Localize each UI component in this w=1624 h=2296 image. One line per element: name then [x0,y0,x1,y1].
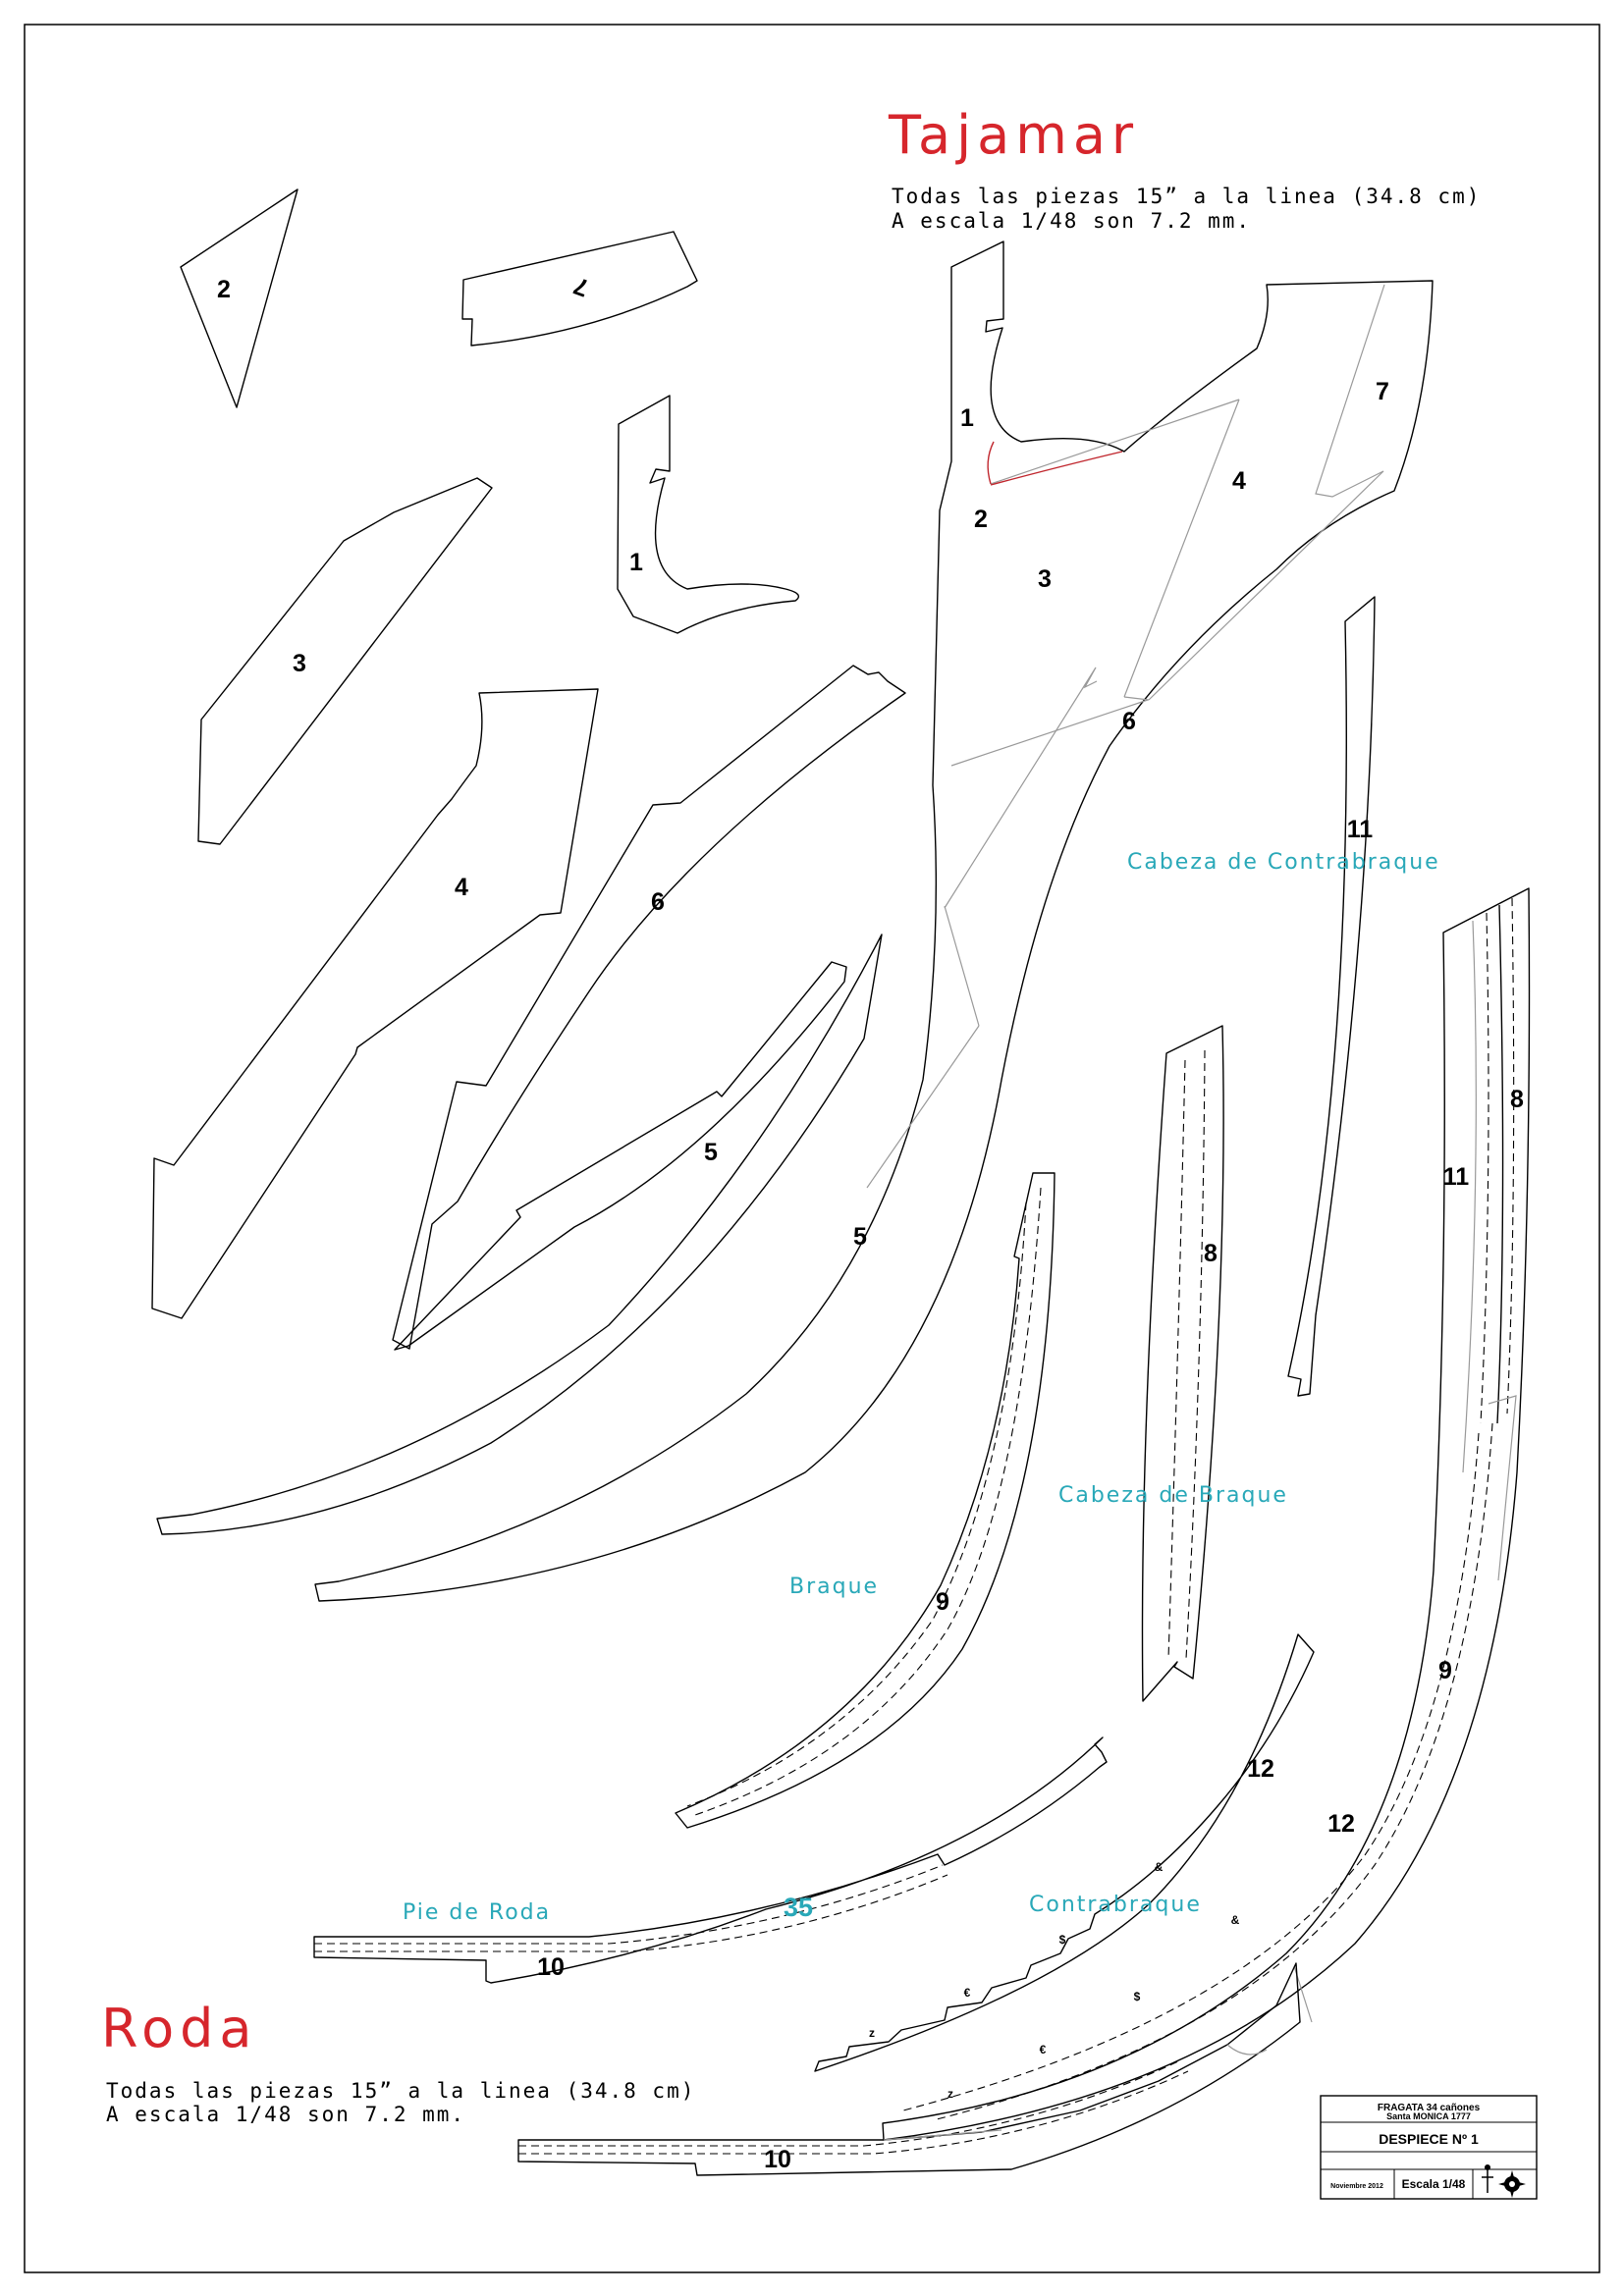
piece-3-strip: 3 [197,477,493,845]
scarf-mark-euro-2: € [1040,2043,1047,2056]
scarf-mark-dollar-1: $ [1059,1933,1066,1947]
title-block-scale: Escala 1/48 [1402,2177,1466,2191]
label-marker-35: 35 [784,1893,813,1922]
piece-9-label: 9 [936,1588,949,1616]
roda-assembly-keel: 10 [517,1962,1301,2176]
keel-10-label: 10 [764,2146,791,2173]
piece-11-strip: 11 [1287,596,1376,1397]
assembly-4-label: 4 [1232,467,1246,495]
tajamar-assembly: 1 2 3 4 7 6 5 [314,240,1434,1602]
piece-11-label: 11 [1347,816,1374,843]
piece-5-label: 5 [704,1139,718,1166]
assembly-5-label: 5 [853,1223,867,1251]
assembly-6-label: 6 [1122,708,1136,735]
title-block: FRAGATA 34 cañones Santa MONICA 1777 DES… [1320,2095,1538,2200]
assembly-3-label: 3 [1038,565,1052,593]
assembly-9-label: 9 [1438,1657,1452,1684]
roda-note-line1: Todas las piezas 15” a la linea (34.8 cm… [106,2079,695,2103]
label-cabeza-braque: Cabeza de Braque [1058,1483,1288,1508]
scarf-mark-z-1: z [869,2026,875,2040]
scarf-mark-z-2: z [947,2087,953,2101]
sheet-border [24,24,1600,2273]
assembly-2-label: 2 [974,506,988,533]
scarf-mark-euro-1: € [964,1986,971,2000]
tajamar-title: Tajamar [888,104,1139,166]
tajamar-note-line2: A escala 1/48 son 7.2 mm. [892,209,1251,233]
piece-4-strip: 4 [151,688,599,1319]
label-pie-de-roda: Pie de Roda [403,1900,551,1925]
piece-6-label: 6 [651,888,665,916]
piece-2-triangle: 2 [180,188,298,408]
piece-9-strip: 9 [675,1172,1056,1829]
piece-1-knee: 1 [617,395,799,634]
roda-title: Roda [101,1998,258,2059]
title-block-sheet: DESPIECE Nº 1 [1379,2131,1479,2147]
piece-1-label: 1 [629,549,643,576]
title-block-ship: FRAGATA 34 cañones [1378,2103,1481,2113]
piece-5-long-arc [156,934,883,1535]
assembly-7-label: 7 [1376,378,1389,405]
piece-8-strip: 8 [1141,1025,1224,1702]
title-block-date: Noviembre 2012 [1330,2183,1383,2190]
tajamar-note-line1: Todas las piezas 15” a la linea (34.8 cm… [892,185,1481,208]
scarf-mark-dollar-2: $ [1134,1990,1141,2003]
roda-note-line2: A escala 1/48 son 7.2 mm. [106,2103,465,2126]
piece-10-keel: 10 [313,1736,1108,1984]
piece-4-label: 4 [455,874,468,901]
scarf-mark-amp-1: & [1155,1860,1164,1874]
figure-icon [1482,2164,1493,2193]
piece-5-strip: 5 [394,961,847,1351]
piece-2-label: 2 [217,276,231,303]
piece-12-stepped: 12 [814,1633,1315,2072]
piece-7-block: 7 [461,231,698,347]
label-braque: Braque [789,1575,879,1599]
assembly-1-label: 1 [960,404,974,432]
compass-rose-icon [1498,2170,1526,2198]
roda-assembly-tall: 11 8 9 12 [882,887,1531,2141]
piece-10-label: 10 [537,1953,565,1981]
label-contrabraque: Contrabraque [1029,1893,1202,1917]
piece-6-strip: 6 [392,665,906,1350]
assembly-8-label: 8 [1510,1086,1524,1113]
title-block-name: Santa MONICA 1777 [1386,2111,1471,2121]
piece-7-label: 7 [570,271,593,301]
assembly-11-label: 11 [1443,1163,1470,1191]
assembly-12-label: 12 [1327,1810,1355,1838]
label-cabeza-contrabraque: Cabeza de Contrabraque [1127,850,1440,875]
piece-3-label: 3 [293,650,306,677]
scarf-mark-amp-2: & [1231,1913,1240,1927]
piece-12-label: 12 [1247,1755,1274,1783]
piece-8-label: 8 [1204,1240,1218,1267]
